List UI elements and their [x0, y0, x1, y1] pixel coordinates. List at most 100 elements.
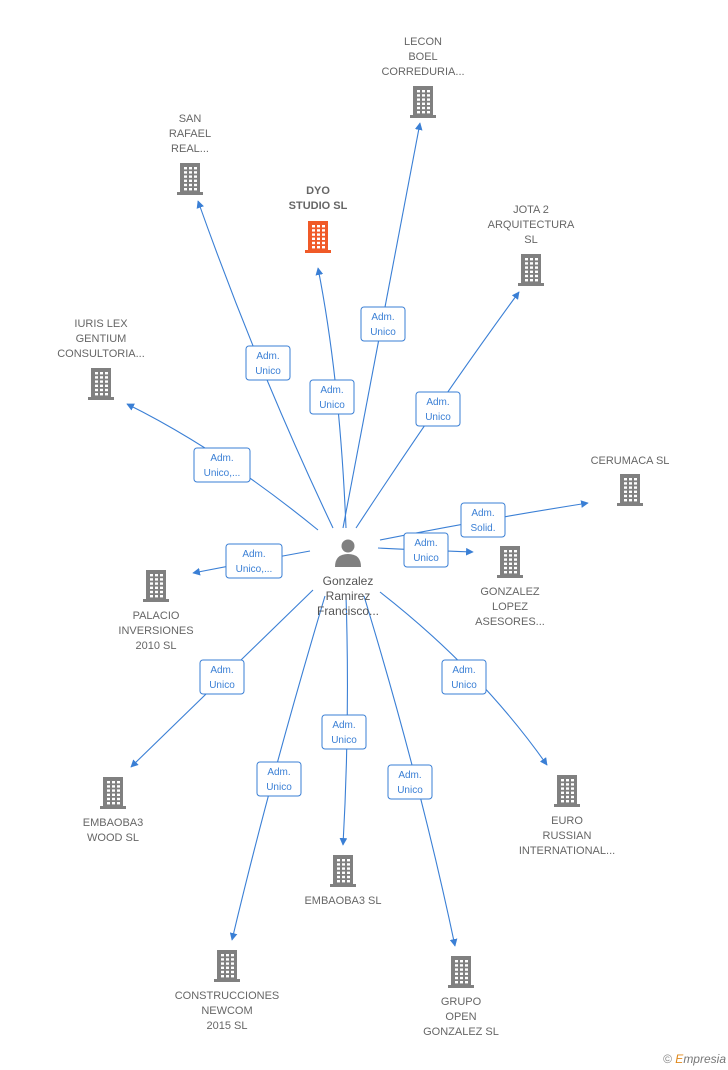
company-name-line: CONSTRUCCIONES [175, 990, 280, 1002]
building-icon[interactable] [177, 163, 203, 195]
edge-grupo-open: Adm. Unico [363, 595, 458, 947]
company-name-line: 2010 SL [136, 640, 177, 652]
edge-label-line: Unico,... [236, 564, 273, 575]
edge-label-line: Solid. [470, 523, 495, 534]
brand-initial: E [675, 1052, 684, 1066]
nodes-layer: LECONBOELCORREDURIA...SANRAFAELREAL...DY… [57, 36, 669, 1038]
company-node-construcciones[interactable]: CONSTRUCCIONES NEWCOM 2015 SL [175, 950, 280, 1032]
company-name-line: RAFAEL [169, 128, 211, 140]
edge-label-line: Unico [266, 782, 292, 793]
edge-label-line: Adm. [242, 549, 265, 560]
edge-label-line: Adm. [426, 397, 449, 408]
edge-label-line: Adm. [398, 770, 421, 781]
edge-label-box[interactable]: Adm. Unico,... [225, 543, 283, 579]
company-name-line: GONZALEZ SL [423, 1026, 499, 1038]
edge-label-box[interactable]: Adm. Unico [245, 345, 291, 381]
building-icon[interactable] [554, 775, 580, 807]
building-icon[interactable] [143, 570, 169, 602]
center-person[interactable]: GonzalezRamirezFrancisco... [317, 539, 379, 619]
building-icon[interactable] [448, 956, 474, 988]
edge-label-line: Unico [451, 680, 477, 691]
building-icon[interactable] [100, 777, 126, 809]
company-name-line: NEWCOM [201, 1005, 252, 1017]
building-icon[interactable] [518, 254, 544, 286]
edge-label-box[interactable]: Adm. Unico [403, 532, 449, 568]
edge-label-line: Unico [397, 785, 423, 796]
edge-construcciones: Adm.Unico [229, 595, 326, 941]
company-name-line: CERUMACA SL [591, 455, 670, 467]
edge-label-line: Adm. [320, 385, 343, 396]
edge-lecon: Adm.Unico [342, 122, 423, 529]
edge-label-box[interactable]: Adm. Unico [309, 379, 355, 415]
edge-label-line: Adm. [210, 665, 233, 676]
edge-label-line: Adm. [332, 720, 355, 731]
copyright-symbol: © [663, 1052, 672, 1066]
company-node-lecon[interactable]: LECONBOELCORREDURIA... [381, 36, 465, 118]
edge-palacio: Adm. Unico,... [192, 543, 311, 579]
edge-label-box[interactable]: Adm.Unico [256, 761, 302, 797]
company-name-line: CONSULTORIA... [57, 348, 145, 360]
company-name-line: EMBAOBA3 SL [304, 895, 381, 907]
company-name-line: EMBAOBA3 [83, 817, 144, 829]
edge-label-box[interactable]: Adm. Unico,... [193, 447, 251, 483]
building-icon[interactable] [617, 474, 643, 506]
person-name-line: Francisco... [317, 604, 379, 618]
company-name-line: DYO [306, 185, 330, 197]
person-icon[interactable] [335, 539, 361, 568]
edge-label-line: Unico [319, 400, 345, 411]
company-name-line: PALACIO [133, 610, 180, 622]
company-name-line: IURIS LEX [74, 318, 128, 330]
company-name-line: 2015 SL [207, 1020, 248, 1032]
edge-label-box[interactable]: Adm. Unico [441, 659, 487, 695]
company-name-line: INTERNATIONAL... [519, 845, 615, 857]
brand-name: mpresia [683, 1052, 726, 1066]
company-name-line: GRUPO [441, 996, 482, 1008]
edge-label-line: Adm. [371, 312, 394, 323]
edge-label-line: Adm. [471, 508, 494, 519]
building-icon[interactable] [305, 221, 331, 253]
building-icon[interactable] [497, 546, 523, 578]
building-icon[interactable] [330, 855, 356, 887]
company-node-iuris[interactable]: IURIS LEXGENTIUMCONSULTORIA... [57, 318, 145, 400]
edge-label-box[interactable]: Adm.Unico [415, 391, 461, 427]
building-icon[interactable] [88, 368, 114, 400]
edge-label-box[interactable]: Adm.Unico [321, 714, 367, 750]
company-name-line: RUSSIAN [543, 830, 592, 842]
edge-label-line: Unico,... [204, 468, 241, 479]
edge-label-line: Adm. [256, 351, 279, 362]
company-node-euro-russian[interactable]: EURO RUSSIAN INTERNATIONAL... [519, 775, 615, 857]
edge-label-line: Adm. [210, 453, 233, 464]
company-node-san-rafael[interactable]: SANRAFAELREAL... [169, 113, 211, 195]
edge-label-box[interactable]: Adm. Unico [199, 659, 245, 695]
edge-euro-russian: Adm. Unico [379, 591, 548, 766]
edge-embaoba3: Adm.Unico [321, 595, 367, 846]
edge-label-line: Unico [255, 366, 281, 377]
company-name-line: LOPEZ [492, 601, 528, 613]
company-name-line: EURO [551, 815, 583, 827]
company-node-gonzalez-lopez[interactable]: GONZALEZLOPEZASESORES... [475, 546, 545, 628]
edge-label-box[interactable]: Adm. Unico [387, 764, 433, 800]
edge-label-line: Unico [413, 553, 439, 564]
company-name-line: ARQUITECTURA [488, 219, 575, 231]
company-node-embaoba3[interactable]: EMBAOBA3 SL [304, 855, 382, 907]
edge-embaoba3-wood: Adm. Unico [130, 589, 314, 768]
building-icon[interactable] [214, 950, 240, 982]
company-name-line: REAL... [171, 143, 209, 155]
company-name-line: CORREDURIA... [381, 66, 464, 78]
edge-label-line: Adm. [452, 665, 475, 676]
building-icon[interactable] [410, 86, 436, 118]
edge-san-rafael: Adm. Unico [196, 200, 334, 529]
company-name-line: WOOD SL [87, 832, 139, 844]
edge-label-line: Unico [209, 680, 235, 691]
edge-label-box[interactable]: Adm.Unico [360, 306, 406, 342]
person-name-line: Gonzalez [323, 574, 374, 588]
company-node-cerumaca[interactable]: CERUMACA SL [591, 455, 670, 506]
edge-label-box[interactable]: Adm. Solid. [460, 502, 506, 538]
edge-label-line: Adm. [414, 538, 437, 549]
